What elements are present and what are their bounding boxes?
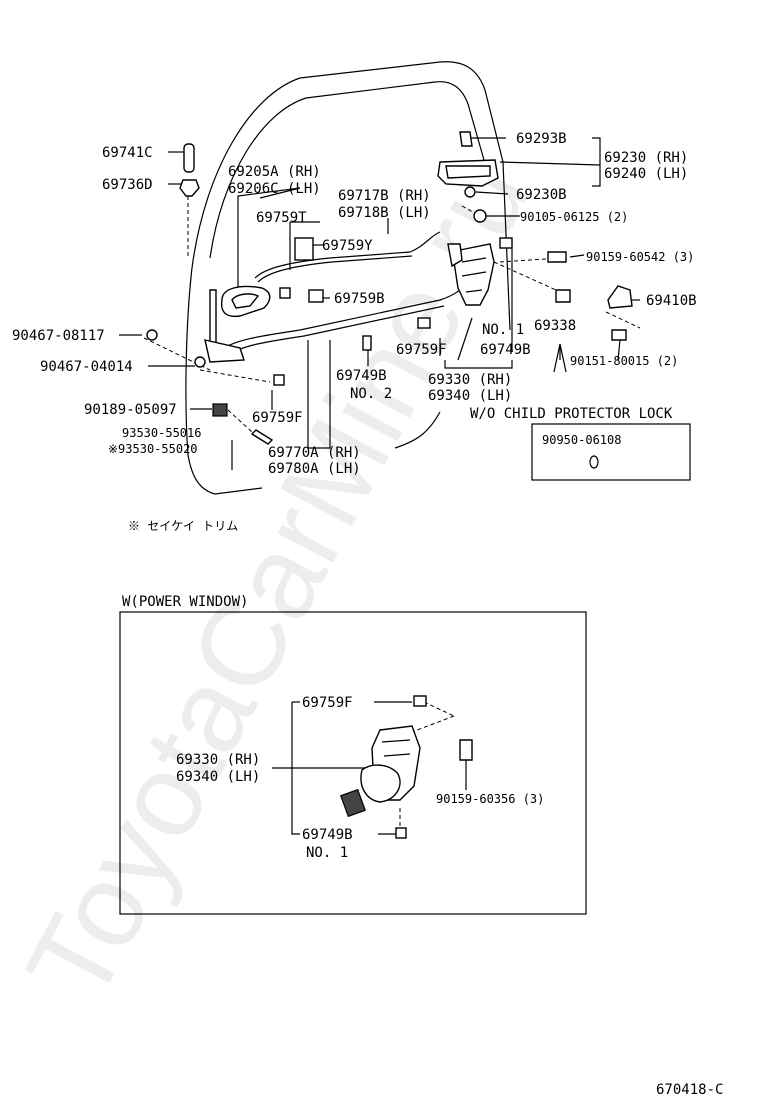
label-69230b: 69230B bbox=[516, 187, 567, 203]
power-window-labels: 69759F 69330 (RH) 69340 (LH) 90159-60356… bbox=[176, 695, 544, 861]
nut-90467-04014 bbox=[194, 356, 206, 368]
cables bbox=[217, 231, 463, 359]
child-protector-box: 90950-06108 bbox=[531, 423, 691, 481]
label-69330: 69330 (RH) bbox=[428, 372, 512, 388]
label-90159-60542: 90159-60542 (3) bbox=[586, 250, 694, 264]
label-90950: 90950-06108 bbox=[542, 433, 621, 447]
label-69410b: 69410B bbox=[646, 293, 697, 309]
pw-clip-69759f bbox=[413, 695, 427, 707]
note-trim: ※ セイケイ トリム bbox=[128, 519, 238, 533]
pw-clip-69749b bbox=[395, 827, 407, 839]
label-69759t: 69759T bbox=[256, 210, 307, 226]
label-69205a: 69205A (RH) bbox=[228, 164, 321, 180]
lever-bracket bbox=[204, 339, 245, 363]
label-69770a: 69770A (RH) bbox=[268, 445, 361, 461]
label-69340: 69340 (LH) bbox=[428, 388, 512, 404]
power-window-title: W(POWER WINDOW) bbox=[122, 594, 248, 610]
label-69759b: 69759B bbox=[334, 291, 385, 307]
label-69749b-mid: 69749B bbox=[480, 342, 531, 358]
label-93530x: ※93530-55020 bbox=[108, 442, 198, 456]
label-69293b: 69293B bbox=[516, 131, 567, 147]
label-69759f-left: 69759F bbox=[252, 410, 303, 426]
label-90467-04014: 90467-04014 bbox=[40, 359, 133, 375]
label-69749b-no2: 69749B bbox=[336, 368, 387, 384]
clip-69338 bbox=[555, 289, 571, 303]
pw-label-69759f: 69759F bbox=[302, 695, 353, 711]
clip-69736d bbox=[179, 179, 200, 197]
clip-90189 bbox=[212, 403, 228, 417]
pw-label-90159: 90159-60356 (3) bbox=[436, 792, 544, 806]
clip-69759f-left bbox=[273, 374, 285, 386]
clip-69759t bbox=[279, 287, 291, 299]
pw-label-69340: 69340 (LH) bbox=[176, 769, 260, 785]
pw-connector bbox=[340, 788, 366, 818]
clip-69749b-no2 bbox=[362, 335, 372, 351]
screw-93530 bbox=[250, 429, 274, 445]
clip-69749b-mid bbox=[499, 237, 513, 249]
pw-label-69749b: 69749B bbox=[302, 827, 353, 843]
o-ring-90950 bbox=[589, 455, 599, 469]
label-wo-child-protector: W/O CHILD PROTECTOR LOCK bbox=[470, 406, 673, 422]
label-no2: NO. 2 bbox=[350, 386, 392, 402]
pw-screw-90159 bbox=[459, 739, 473, 761]
label-90105: 90105-06125 (2) bbox=[520, 210, 628, 224]
bolt-90105 bbox=[473, 209, 487, 223]
power-window-box bbox=[119, 611, 587, 915]
label-69736d: 69736D bbox=[102, 177, 153, 193]
parts-top bbox=[146, 131, 633, 445]
label-69759f-mid: 69759F bbox=[396, 342, 447, 358]
screw-90151 bbox=[611, 329, 627, 341]
rod-bolt bbox=[209, 289, 217, 346]
clip-69741c bbox=[183, 143, 195, 173]
pw-label-69330: 69330 (RH) bbox=[176, 752, 260, 768]
figure-code: 670418-C bbox=[656, 1082, 723, 1098]
clip-69759b bbox=[308, 289, 324, 303]
clip-69759f-mid bbox=[417, 317, 431, 329]
label-90189: 90189-05097 bbox=[84, 402, 177, 418]
clip-69293b bbox=[459, 131, 473, 147]
screw-69230b bbox=[464, 186, 476, 198]
pw-label-no1: NO. 1 bbox=[306, 845, 348, 861]
door-frame bbox=[185, 61, 511, 495]
labels-top: 69741C 69736D 69205A (RH) 69206C (LH) 69… bbox=[12, 131, 697, 477]
leader-lines-top bbox=[119, 137, 641, 470]
label-69240: 69240 (LH) bbox=[604, 166, 688, 182]
label-69230: 69230 (RH) bbox=[604, 150, 688, 166]
label-93530: 93530-55016 bbox=[122, 426, 201, 440]
clip-69759y bbox=[294, 237, 314, 261]
label-69206c: 69206C (LH) bbox=[228, 181, 321, 197]
label-90467-08117: 90467-08117 bbox=[12, 328, 105, 344]
nut-90467-08117 bbox=[146, 329, 158, 341]
label-69780a: 69780A (LH) bbox=[268, 461, 361, 477]
label-69338: 69338 bbox=[534, 318, 576, 334]
label-69759y: 69759Y bbox=[322, 238, 373, 254]
label-69741c: 69741C bbox=[102, 145, 153, 161]
power-window-parts bbox=[272, 695, 473, 839]
striker-69410b bbox=[607, 285, 633, 309]
label-no1-top: NO. 1 bbox=[482, 322, 524, 338]
label-69717b: 69717B (RH) bbox=[338, 188, 431, 204]
label-69718b: 69718B (LH) bbox=[338, 205, 431, 221]
screw-90159-60542 bbox=[547, 251, 567, 263]
label-90151: 90151-80015 (2) bbox=[570, 354, 678, 368]
